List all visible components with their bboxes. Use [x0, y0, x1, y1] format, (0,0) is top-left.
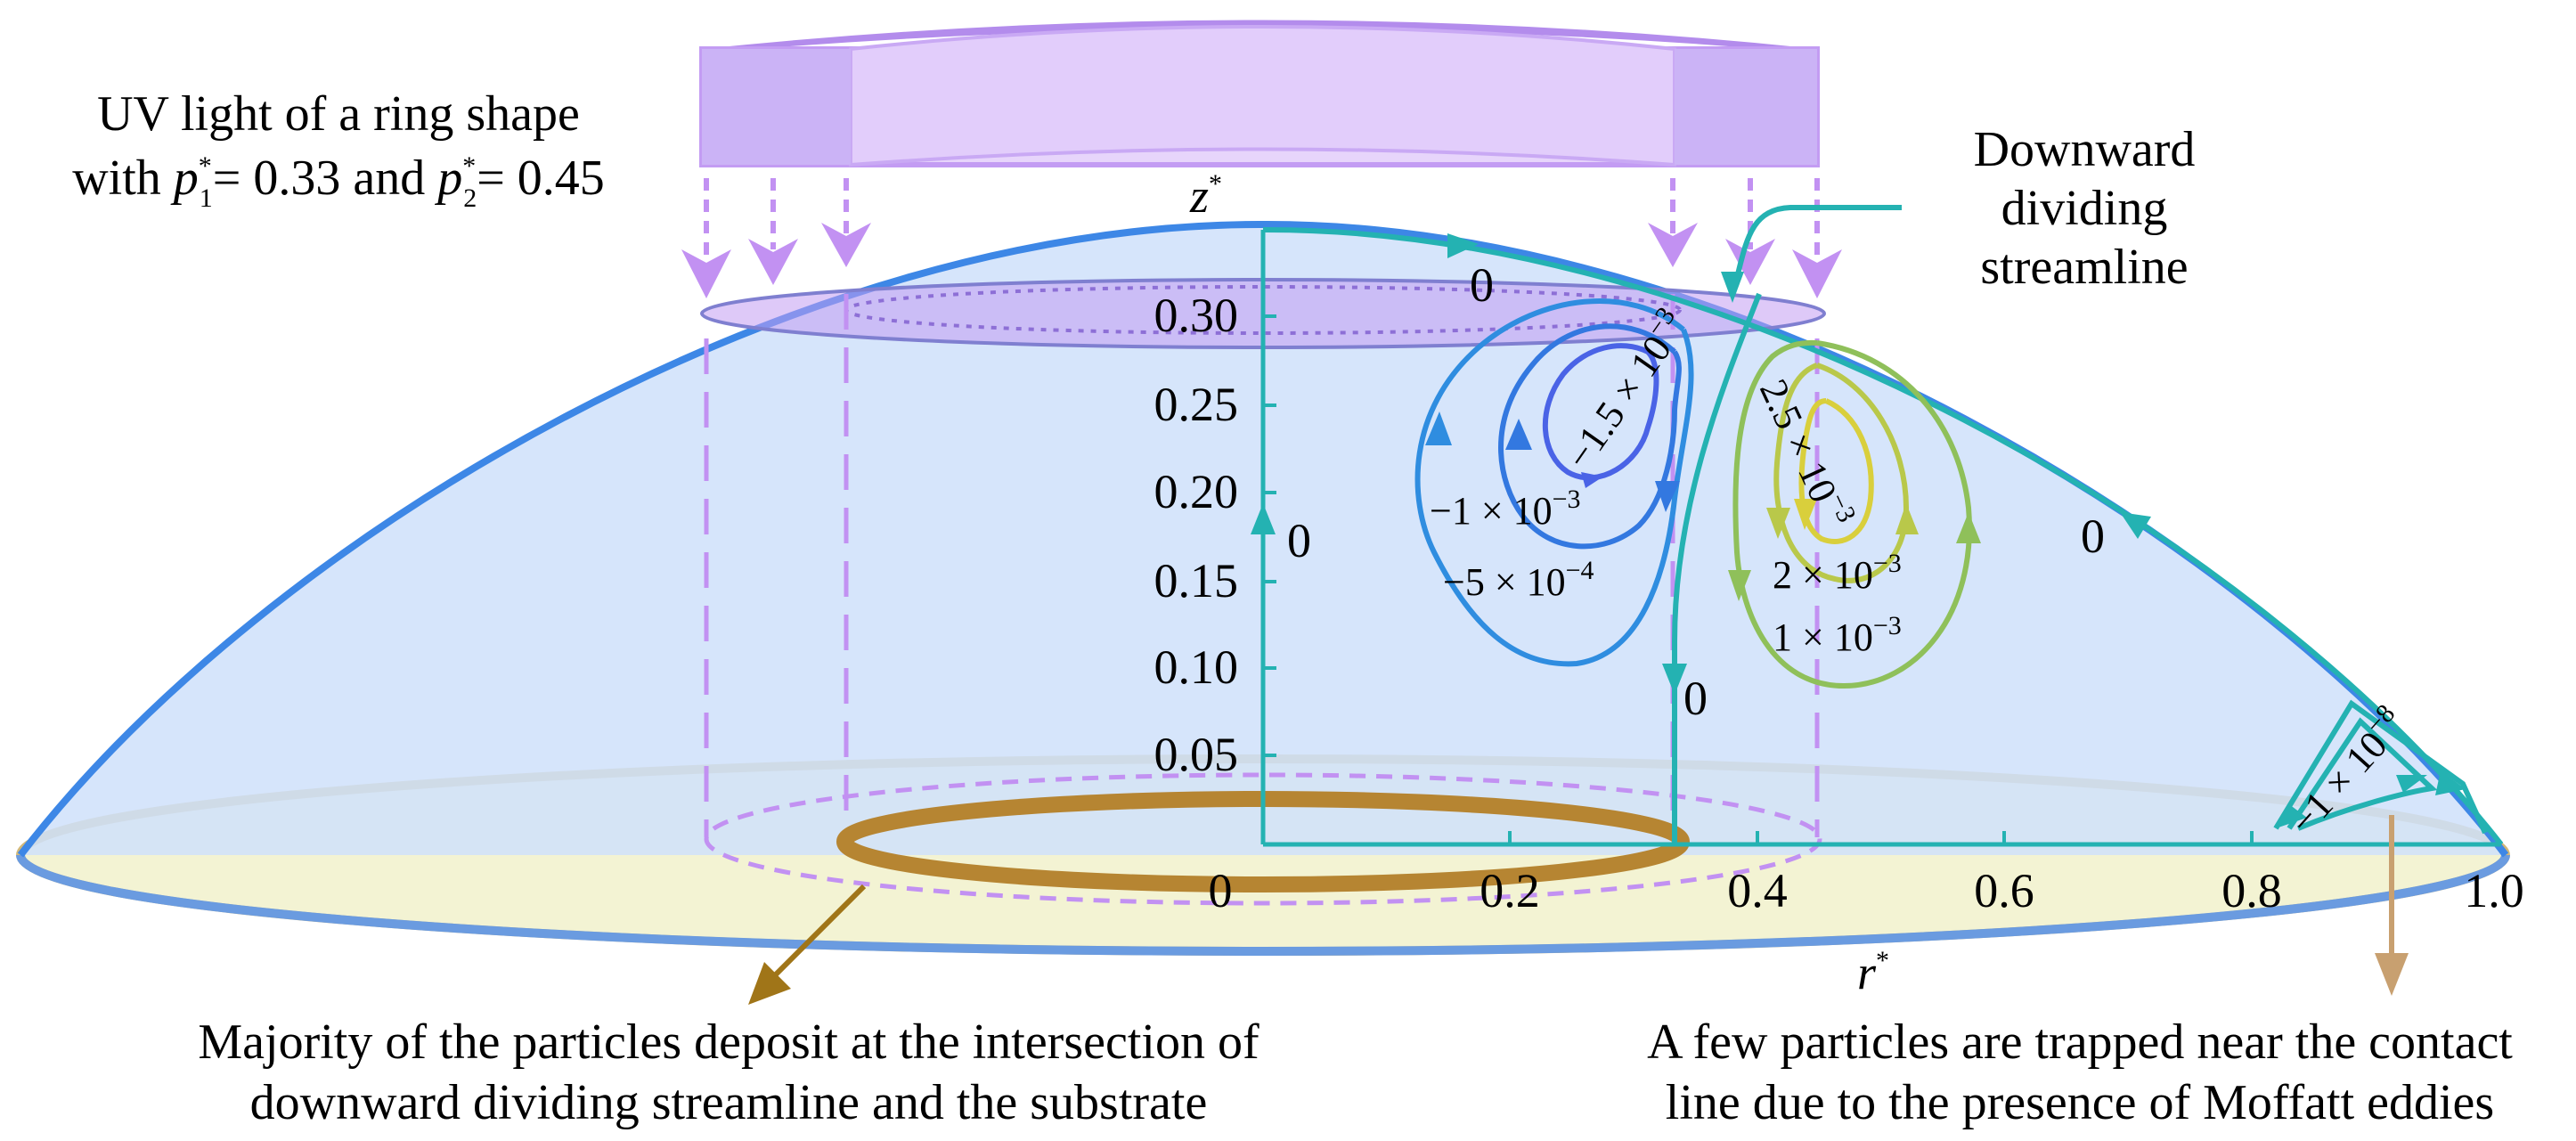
z-tick-0.25: 0.25 [1154, 378, 1239, 431]
uv-arrowhead-3 [821, 223, 871, 267]
deposit-label-line1: Majority of the particles deposit at the… [198, 1015, 1259, 1070]
deposit-label-line2: downward dividing streamline and the sub… [250, 1075, 1208, 1130]
moffatt-arrow-1 [2276, 804, 2307, 828]
teal-arrowheads [1251, 233, 2151, 695]
uv-light-top [702, 20, 1817, 53]
label-zero-top: 0 [1470, 258, 1494, 312]
z-tick-0.10: 0.10 [1154, 640, 1239, 694]
z-ticks [1263, 314, 1276, 757]
uv-arrowhead-1 [681, 249, 731, 298]
label-zero-axis: 0 [1287, 514, 1311, 567]
uv-arrowhead-6 [1792, 249, 1842, 298]
r-tick-1.0: 1.0 [2464, 864, 2524, 917]
arrow-2-5e-3-down [1794, 499, 1817, 530]
moffatt-label-line1: A few particles are trapped near the con… [1647, 1015, 2513, 1070]
label-zero-dividing: 0 [1683, 672, 1708, 725]
r-ticks [1508, 831, 2254, 844]
label-minus-5e-4: −5 × 10−4 [1443, 556, 1594, 604]
moffatt-arrowhead [2375, 953, 2409, 996]
label-minus-1e-3: −1 × 10−3 [1430, 485, 1581, 533]
r-tick-0.4: 0.4 [1727, 864, 1788, 917]
uv-arrowhead-5 [1725, 239, 1775, 285]
moffatt-arrow-2 [2435, 770, 2466, 795]
arrow-surface-left [2120, 512, 2151, 539]
streamline-minus-1e-3 [1498, 323, 1682, 550]
substrate-front-edge [16, 854, 2510, 956]
arrow-minus-5e-4 [1425, 412, 1452, 445]
moffatt-label-line2: line due to the presence of Moffatt eddi… [1666, 1075, 2494, 1130]
moffatt-arrows [2276, 770, 2466, 828]
uv-light-left-block [702, 49, 851, 165]
positive-eddy-arrows [1728, 499, 1981, 601]
moffatt-callout: A few particles are trapped near the con… [1647, 815, 2513, 1130]
uv-light-inner-band [849, 25, 1676, 167]
deposit-callout: Majority of the particles deposit at the… [198, 884, 1259, 1130]
dividing-streamline-path [1672, 292, 1762, 844]
arrow-minus-1e-3-b [1655, 481, 1680, 512]
axes: 0.30 0.25 0.20 0.15 0.10 0.05 0 0.2 0.4 … [1154, 169, 2524, 999]
moffatt-eddy-inner [2287, 717, 2438, 831]
arrow-surface-right [1447, 233, 1479, 258]
arrow-1e-3-down [1728, 570, 1751, 601]
uv-label-line2: with p*1= 0.33 and p*2= 0.45 [72, 151, 605, 213]
uv-light-label: UV light of a ring shape with p*1= 0.33 … [72, 86, 605, 213]
label-2e-3: 2 × 10−3 [1773, 549, 1902, 597]
moffatt-eddy [2273, 699, 2488, 835]
uv-light-source [699, 20, 1820, 167]
arrow-callout-down [1721, 272, 1744, 303]
arrow-minus-1e-3 [1505, 419, 1532, 450]
arrow-2e-3-down [1766, 508, 1790, 539]
arrow-2e-3-up [1895, 503, 1919, 534]
dividing-label-line3: streamline [1980, 240, 2188, 295]
negative-eddy-arrows [1425, 412, 1680, 512]
arrow-1e-3-up [1956, 512, 1981, 543]
arrow-dividing-down [1662, 664, 1687, 695]
uv-rays [704, 178, 1820, 258]
uv-arrowhead-4 [1648, 223, 1698, 267]
arrow-minus-1-5e-3 [1581, 472, 1603, 488]
r-tick-0.8: 0.8 [2221, 864, 2282, 917]
dividing-label-line1: Downward [1974, 122, 2196, 177]
projection-ellipse [704, 772, 1822, 906]
dividing-label-line2: dividing [2001, 181, 2168, 236]
streamline-1e-3 [1732, 339, 1972, 689]
z-tick-0.05: 0.05 [1154, 728, 1239, 781]
label-zero-surface: 0 [2081, 509, 2105, 563]
z-tick-0.20: 0.20 [1154, 465, 1239, 518]
r-tick-labels: 0 0.2 0.4 0.6 0.8 1.0 [1209, 864, 2524, 917]
z-tick-0.30: 0.30 [1154, 289, 1239, 342]
r-axis-label: r* [1857, 946, 1889, 999]
moffatt-arrow-3 [2396, 775, 2427, 793]
r-tick-0.6: 0.6 [1974, 864, 2034, 917]
label-1e-3: 1 × 10−3 [1773, 611, 1902, 659]
surface-streamline [1262, 226, 2504, 846]
streamline-minus-1-5e-3 [1543, 343, 1659, 481]
arrow-up-axis [1251, 503, 1276, 534]
uv-light-right-block [1675, 49, 1817, 165]
boundary-streamline [1262, 226, 2504, 846]
uv-ray-heads [681, 223, 1842, 298]
deposit-arrowhead [748, 962, 791, 1005]
r-tick-0: 0 [1209, 864, 1233, 917]
dividing-streamline-callout-label: Downward dividing streamline [1974, 122, 2196, 295]
uv-label-line1: UV light of a ring shape [97, 86, 580, 142]
z-axis-label: z* [1189, 169, 1222, 223]
z-tick-0.15: 0.15 [1154, 554, 1239, 607]
uv-arrowhead-2 [748, 239, 798, 285]
positive-eddy-loops [1732, 339, 1972, 689]
deposit-arrow-shaft [768, 884, 867, 982]
streamline-2-5e-3 [1798, 398, 1874, 544]
moffatt-eddy-outer [2273, 699, 2488, 835]
r-tick-0.2: 0.2 [1480, 864, 1540, 917]
z-tick-labels: 0.30 0.25 0.20 0.15 0.10 0.05 [1154, 289, 1239, 781]
streamline-2e-3 [1773, 363, 1910, 583]
